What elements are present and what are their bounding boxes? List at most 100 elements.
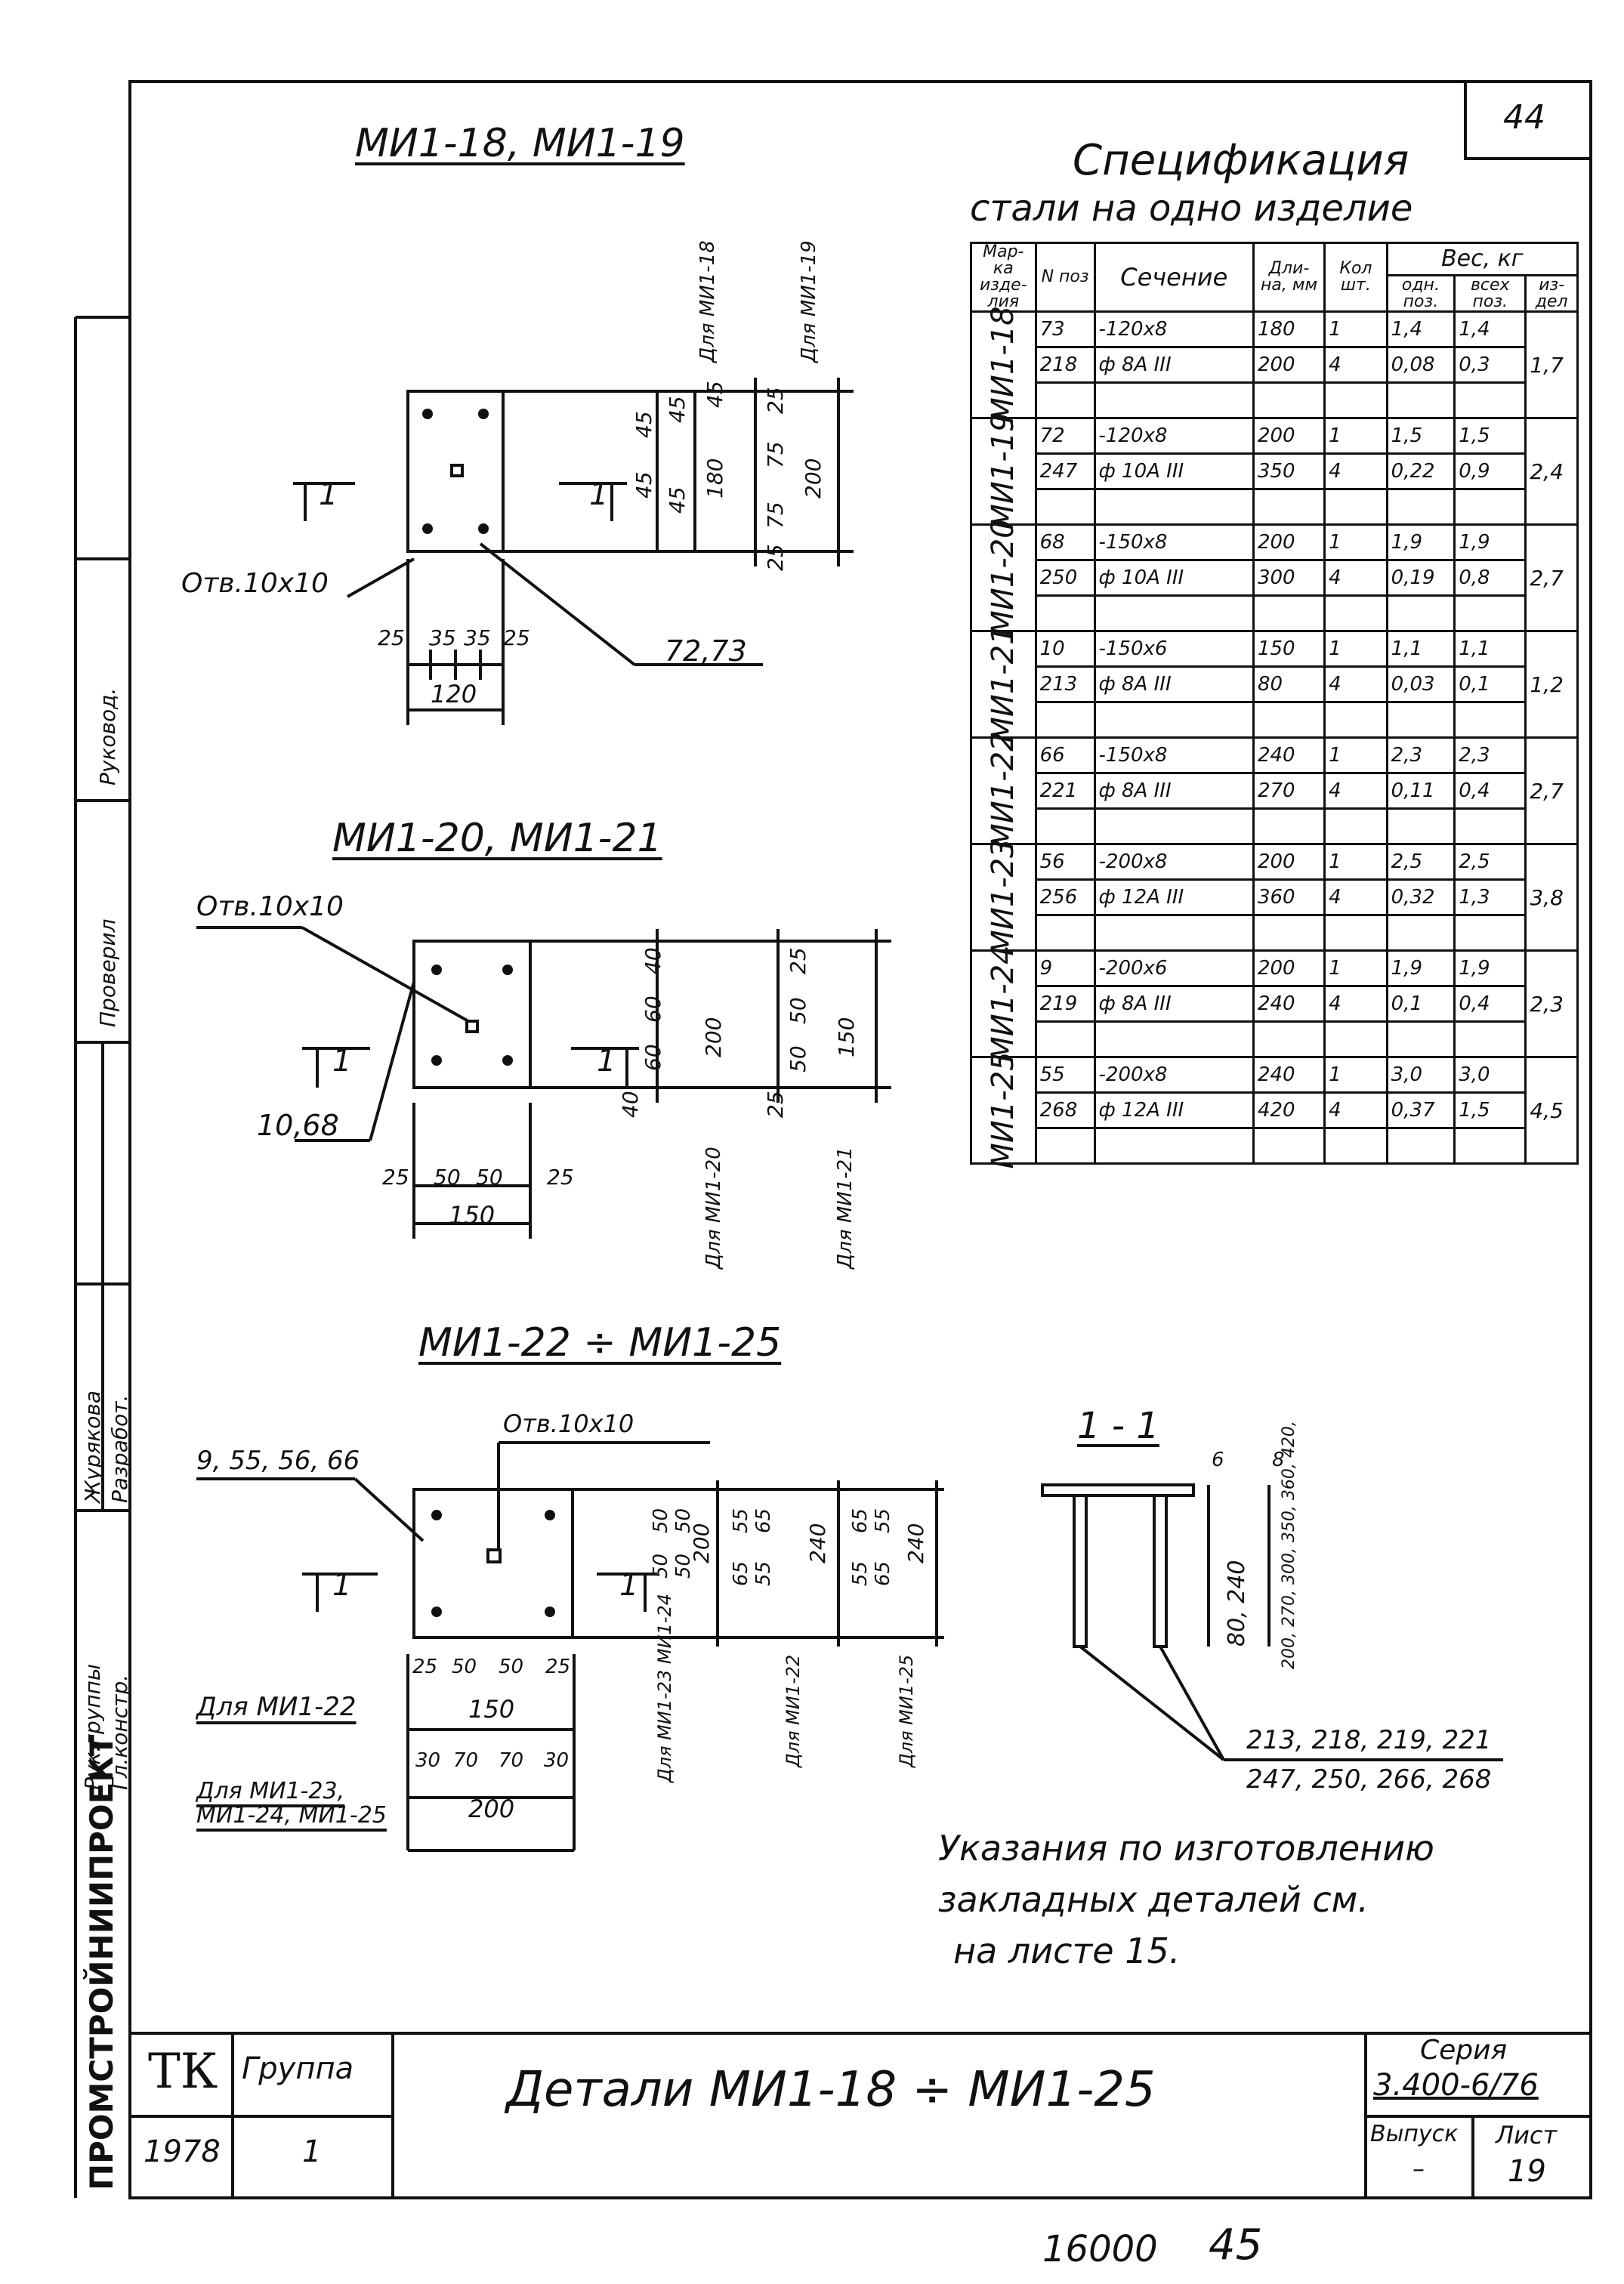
spec-header-row: Мар-ка изде-лия N поз Сечение Дли-на, мм… [970,241,1579,313]
spec-total-cell: 2,3 [1524,949,1579,1058]
spec-cell-all [1453,594,1527,632]
section-dim-a: 80, 240 [1224,1560,1250,1647]
dim2-150: 150 [834,1017,859,1057]
side-role-1: Гл.констр. [107,1674,132,1790]
section-anchor-right [1153,1494,1168,1648]
spec-cell-length [1252,807,1326,845]
spec-cell-one [1385,807,1456,845]
spec-cell-one: 1,5 [1385,417,1456,455]
spec-cell-all [1453,1127,1527,1165]
dim3-h23-d: 30 [544,1749,570,1772]
spec-cell-pos: 268 [1034,1091,1096,1129]
dim3-h22-b: 50 [452,1656,477,1678]
spec-cell-length: 200 [1252,843,1326,881]
dim2-h-25b: 25 [547,1165,574,1190]
spec-cell-one [1385,488,1456,526]
spec-cell-section [1093,807,1255,845]
spec-mark-cell: МИ1-21 [970,625,1037,743]
spec-cell-qty: 1 [1323,310,1388,348]
dim2-60a: 60 [641,995,665,1023]
dim3-v2-d: 55 [752,1560,775,1586]
dim1-h-25a: 25 [378,625,405,650]
spec-cell-one [1385,381,1456,419]
stamp-title: Детали МИ1-18 ÷ МИ1-25 [506,2062,1156,2118]
dim1-180: 180 [702,458,727,498]
dim3-h23-c: 70 [499,1749,524,1772]
spec-cell-pos [1034,594,1096,632]
spec-cell-all: 2,5 [1453,843,1527,881]
drawing2-for-21: Для МИ1-21 [834,1147,857,1269]
dim1-width: 120 [431,680,477,708]
spec-cell-pos: 250 [1034,559,1096,597]
spec-cell-section: -120х8 [1093,310,1255,348]
spec-cell-section: ф 10А III [1093,452,1255,490]
section-dim-b: 200, 270, 300, 350, 360, 420, [1280,1421,1298,1669]
dim3-v2-c: 65 [752,1508,775,1533]
spec-row [971,914,1578,952]
spec-cell-length [1252,381,1326,419]
spec-cell-qty: 4 [1323,772,1388,810]
dim2-h-50b: 50 [476,1165,503,1190]
spec-row [971,701,1578,739]
spec-cell-one: 0,32 [1385,878,1456,916]
stamp-series-label: Серия [1420,2035,1508,2066]
dim1-h-35b: 35 [464,625,491,650]
spec-cell-pos [1034,701,1096,739]
dim1-45e: 45 [702,381,727,408]
spec-mark: МИ1-19 [986,412,1021,530]
plate-drawing-3 [412,1488,574,1639]
spec-total-cell: 3,8 [1524,843,1579,952]
stamp-sheet-label: Лист [1496,2121,1558,2150]
spec-cell-section: ф 8А III [1093,665,1255,703]
stamp-series-value: 3.400-6/76 [1373,2068,1539,2103]
dim2-25a: 25 [786,947,810,974]
spec-cell-all: 0,4 [1453,985,1527,1023]
spec-cell-all [1453,381,1527,419]
dim1-45a: 45 [631,411,656,438]
spec-cell-length: 180 [1252,310,1326,348]
spec-cell-pos: 56 [1034,843,1096,881]
spec-cell-all: 1,9 [1453,949,1527,987]
spec-cell-length [1252,701,1326,739]
plate-drawing-2 [412,940,532,1089]
stamp-group-value: 1 [302,2134,322,2169]
spec-cell-length [1252,488,1326,526]
dim3-width-22: 150 [468,1695,515,1724]
drawing3-pos: 9, 55, 56, 66 [196,1446,360,1476]
drawing1-hole: Отв.10х10 [181,568,329,599]
spec-cell-section: ф 12А III [1093,1091,1255,1129]
hdr-length: Дли-на, мм [1252,242,1326,313]
spec-mark: МИ1-23 [986,838,1021,956]
spec-cell-section: -200х8 [1093,843,1255,881]
spec-cell-all: 0,9 [1453,452,1527,490]
spec-mark-cell: МИ1-20 [970,519,1037,637]
hdr-qty: Кол шт. [1323,242,1388,313]
spec-mark: МИ1-25 [986,1051,1021,1169]
drawing3-for-25: Для МИ1-25 [896,1654,917,1767]
spec-cell-length [1252,1127,1326,1165]
spec-cell-pos [1034,807,1096,845]
dim1-45d: 45 [665,396,690,423]
spec-cell-one: 1,9 [1385,523,1456,561]
side-role-5: Руковод. [95,687,120,786]
spec-mark: МИ1-22 [986,732,1021,850]
spec-cell-section: ф 12А III [1093,878,1255,916]
dim1-25b: 25 [763,544,788,571]
sheet-number: 44 [1503,98,1545,137]
spec-cell-one: 3,0 [1385,1056,1456,1094]
spec-mark-cell: МИ1-19 [970,412,1037,530]
spec-subtitle: стали на одно изделие [970,187,1413,230]
spec-cell-all [1453,701,1527,739]
spec-cell-all: 2,3 [1453,736,1527,774]
hdr-mark: Мар-ка изде-лия [970,242,1037,313]
note-line-3: на листе 15. [953,1931,1181,1971]
spec-cell-all: 0,4 [1453,772,1527,810]
spec-cell-section [1093,381,1255,419]
stamp-year: 1978 [144,2134,221,2169]
dim2-50b: 50 [786,1045,810,1073]
hdr-w-item: из-дел [1524,274,1579,313]
spec-cell-length: 200 [1252,346,1326,384]
